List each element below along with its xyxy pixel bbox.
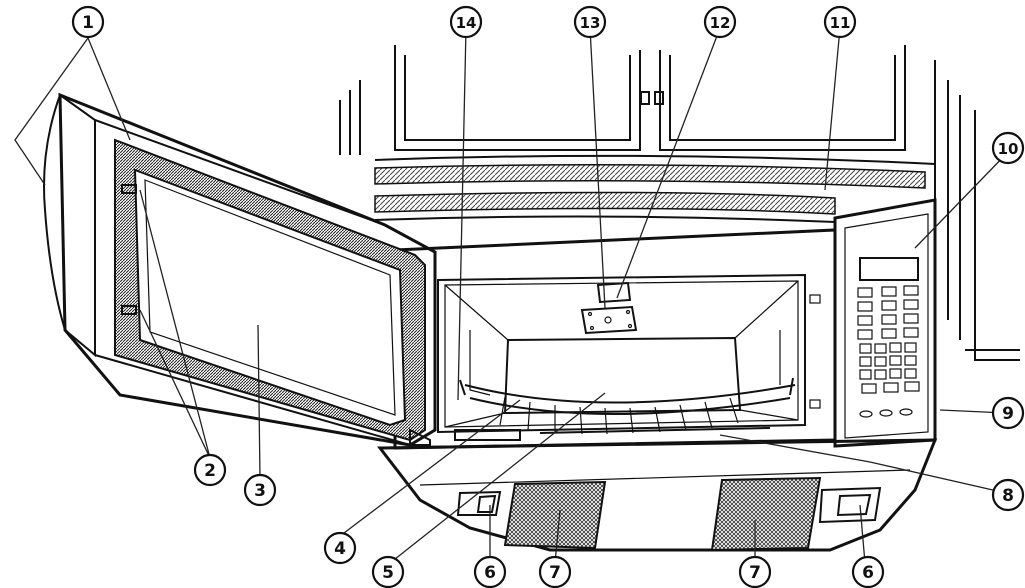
callout-12: 12 — [703, 5, 737, 39]
callout-6-right-label: 6 — [862, 563, 874, 583]
callout-7-left: 7 — [538, 555, 572, 588]
callout-6-left-label: 6 — [484, 563, 496, 583]
callout-14-label: 14 — [456, 14, 477, 32]
callout-4: 4 — [323, 531, 357, 565]
callout-14: 14 — [449, 5, 483, 39]
callout-9-label: 9 — [1002, 404, 1014, 424]
leader-lines — [14, 27, 1011, 564]
upper-cabinets — [339, 45, 1020, 361]
control-panel — [833, 198, 937, 448]
callout-11-label: 11 — [830, 14, 851, 32]
callout-10: 10 — [991, 131, 1025, 165]
callout-7-left-label: 7 — [549, 563, 561, 583]
callout-2-label: 2 — [204, 461, 216, 481]
open-door — [43, 92, 437, 447]
callout-1-label: 1 — [82, 13, 94, 33]
callout-6-left: 6 — [473, 555, 507, 588]
callout-7-right-label: 7 — [749, 563, 761, 583]
callout-6-right: 6 — [851, 555, 885, 588]
callout-5-label: 5 — [382, 563, 394, 583]
callout-1: 1 — [71, 5, 105, 39]
callout-9: 9 — [991, 396, 1025, 430]
callout-8: 8 — [991, 478, 1025, 512]
callout-7-right: 7 — [738, 555, 772, 588]
callout-13-label: 13 — [580, 14, 601, 32]
callout-5: 5 — [371, 555, 405, 588]
callout-11: 11 — [823, 5, 857, 39]
cabinet-trim — [374, 154, 936, 223]
oven-underside — [376, 438, 938, 552]
callout-3-label: 3 — [254, 481, 266, 501]
callout-2: 2 — [193, 453, 227, 487]
callout-8-label: 8 — [1002, 486, 1014, 506]
callout-10-label: 10 — [998, 140, 1019, 158]
callout-3: 3 — [243, 473, 277, 507]
callout-4-label: 4 — [334, 539, 346, 559]
callout-13: 13 — [573, 5, 607, 39]
callout-12-label: 12 — [710, 14, 731, 32]
